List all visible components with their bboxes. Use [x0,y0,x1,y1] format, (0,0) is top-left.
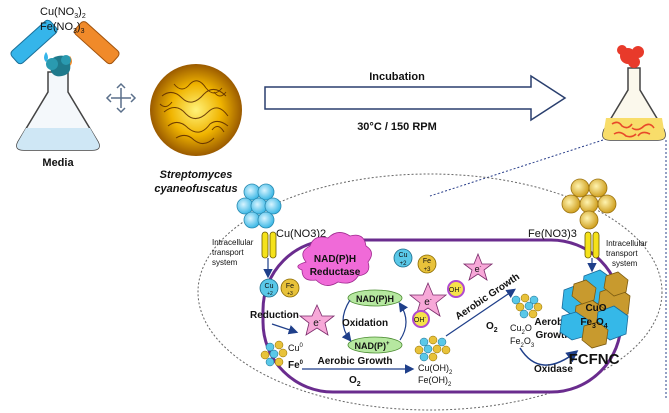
hydroxide-cluster [414,335,451,362]
transport-right-line2: transport [606,249,638,258]
cu-ion-cluster [236,183,282,229]
transport-left-line1: Intracellular [212,238,254,247]
organism-name-line1: Streptomyces [160,169,233,181]
organism-name-line2: cyaneofuscatus [154,183,237,195]
nadp-ellipse [347,336,403,354]
transport-right-line1: Intracellular [606,239,648,248]
cuo-label: CuO [585,303,606,314]
cu-ion-mid: Cu +2 [393,248,413,268]
zoom-ellipse [197,173,663,411]
product-flask [602,45,666,141]
reduction-arrow [271,323,299,335]
nad-cycle-arrow-left [341,299,352,342]
svg-text:e-: e- [313,318,321,329]
zero-valent-cluster [260,340,288,367]
fcfnc-label: FCFNC [569,351,620,368]
aerobic-growth-right-line1: Aerobic [534,317,572,328]
electron-star-right: e- [462,252,494,281]
streptomyces-culture-image [150,64,242,156]
aerobic-growth-arrow-diagonal [445,288,516,337]
electron-star-left: e- [298,304,336,336]
svg-text:e-: e- [475,264,482,274]
fe-nitrate-label: Fe(NO3)3 [528,228,577,240]
aerobic-growth-right-line2: Growth [536,330,571,341]
nadph-reductase-line2: Reductase [310,267,361,278]
svg-text:Cu: Cu [265,283,274,290]
svg-text:OH-: OH- [414,315,427,324]
fe-ion-mid: Fe +3 [417,254,437,274]
svg-text:+3: +3 [424,267,432,273]
incubation-label: Incubation [369,71,425,83]
cu2o-label: Cu2O [510,323,532,336]
nadph-reductase-cloud [297,232,372,286]
svg-text:e-: e- [424,297,432,308]
transport-right-line3: system [612,259,638,268]
nad-cycle-arrow-right [398,302,408,341]
reagent-tube-orange [68,21,120,66]
svg-text:Fe: Fe [423,258,431,265]
transport-left-line3: system [212,258,238,267]
reagent-tube-blue [10,19,58,65]
o2-bottom-label: O2 [349,375,361,388]
media-flask [16,55,100,151]
fcfnc-nanocomposite [559,269,631,349]
hydroxide-ion-2: OH- [412,310,430,328]
svg-text:+2: +2 [400,261,408,267]
feoh2-label: Fe(OH)2 [418,375,452,388]
svg-text:OH-: OH- [449,285,462,294]
fe-ion: Fe +3 [280,278,300,298]
cu-nitrate-label: Cu(NO3)2 [276,228,326,240]
aerobic-growth-bottom-label: Aerobic Growth [317,356,392,367]
svg-text:+3: +3 [287,291,293,297]
fe-ion-cluster [561,178,617,230]
cu-ion: Cu +2 [259,278,279,298]
fe0-label: Fe0 [288,360,304,371]
electron-star-mid: e- [408,281,448,317]
conditions-label: 30°C / 150 RPM [357,121,437,133]
svg-text:Fe(NO3)3: Fe(NO3)3 [40,21,85,35]
transport-channel-left [261,231,277,259]
o2-mid-label: O2 [486,321,498,334]
oxide-cluster [511,293,543,319]
svg-text:Cu: Cu [399,252,408,259]
oxidation-label: Oxidation [342,318,388,329]
cu0-label: Cu0 [288,343,304,353]
incubation-arrow [264,74,567,122]
transport-left-line2: transport [212,248,244,257]
fe3o4-label: Fe3O4 [580,317,607,330]
combine-icon [105,82,137,114]
media-label: Media [42,157,74,169]
hydroxide-ion-1: OH- [447,280,465,298]
svg-text:+2: +2 [267,291,273,297]
nadph-ellipse [347,289,403,307]
svg-text:Fe: Fe [286,283,294,290]
fe2o3-label: Fe2O3 [510,336,535,349]
nadph-label: NAD(P)H [356,294,394,304]
nadph-reductase-line1: NAD(P)H [314,254,356,265]
cuoh2-label: Cu(OH)2 [418,363,453,376]
reduction-label: Reduction [250,310,299,321]
nadp-label: NAD(P)+ [354,341,390,351]
svg-text:Cu(NO3)2: Cu(NO3)2 [40,6,86,20]
reagent-label: Cu(NO3)2 Fe(NO3)3 [40,6,86,35]
oxidase-label: Oxidase [534,364,573,375]
oxidase-arrow [519,347,579,366]
transport-channel-right [584,231,600,259]
